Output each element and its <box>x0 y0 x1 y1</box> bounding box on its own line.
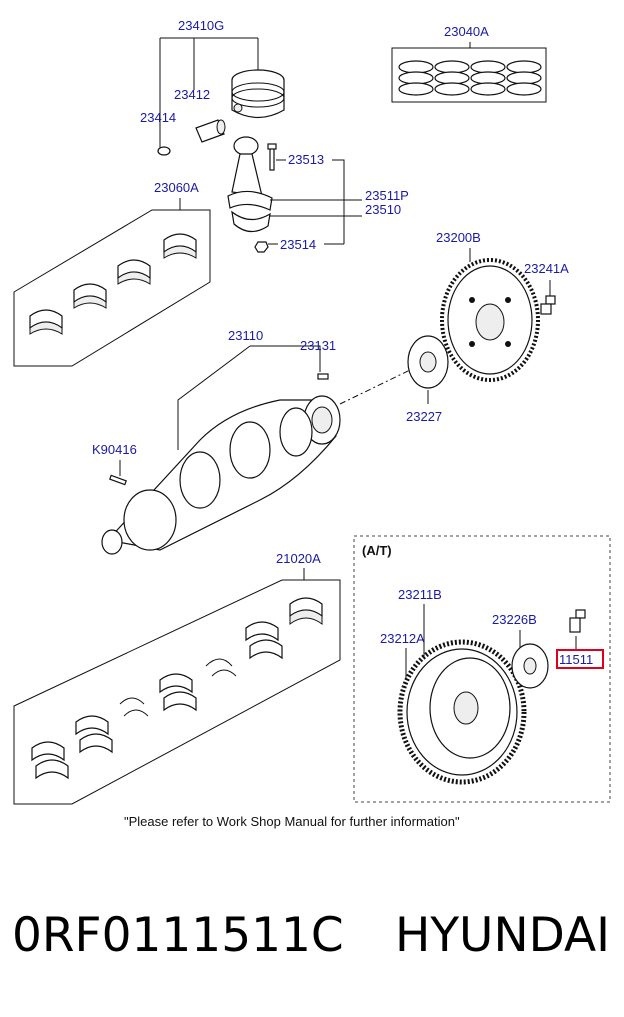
part-number: 0RF0111511C <box>12 908 344 963</box>
label-23414: 23414 <box>140 110 176 125</box>
parts-diagram: 23410G 23412 23414 23040A 23513 <box>13 18 611 829</box>
label-23513: 23513 <box>288 152 324 167</box>
label-K90416: K90416 <box>92 442 137 457</box>
leader-23110 <box>177 345 321 450</box>
label-21020A: 21020A <box>276 551 321 566</box>
bearing-box-upper <box>13 209 211 367</box>
main-bearings <box>31 597 323 780</box>
snap-ring <box>157 146 171 156</box>
label-23060A: 23060A <box>154 180 199 195</box>
flywheel-bolt <box>540 295 556 315</box>
bearing-box-main <box>13 579 341 805</box>
flywheel <box>440 258 540 382</box>
label-23211B: 23211B <box>398 587 442 602</box>
label-23227: 23227 <box>406 409 442 424</box>
label-23241A: 23241A <box>524 261 569 276</box>
rod-nut <box>254 241 269 253</box>
label-23510: 23510 <box>365 202 401 217</box>
piston-rings <box>398 60 542 96</box>
at-box <box>353 535 611 803</box>
piston <box>231 69 285 119</box>
label-23200B: 23200B <box>436 230 481 245</box>
workshop-note: "Please refer to Work Shop Manual for fu… <box>124 814 460 829</box>
label-23226B: 23226B <box>492 612 537 627</box>
label-23040A: 23040A <box>444 24 489 39</box>
crankshaft <box>101 395 341 555</box>
connecting-rod <box>227 136 273 233</box>
label-23212A: 23212A <box>380 631 425 646</box>
rings-box <box>391 47 547 103</box>
label-23412: 23412 <box>174 87 210 102</box>
label-23110: 23110 <box>228 328 263 343</box>
label-23511P: 23511P <box>365 188 409 203</box>
drive-plate-spacer <box>511 643 549 689</box>
torque-converter-flywheel <box>397 639 527 785</box>
label-23514: 23514 <box>280 237 316 252</box>
drive-plate <box>407 335 449 389</box>
key <box>317 373 329 380</box>
highlight-box-11511 <box>556 649 604 669</box>
dowel-pin <box>109 474 127 486</box>
spacer-bolt <box>569 609 586 633</box>
rod-bolt <box>267 143 277 171</box>
leader-23410G <box>159 37 259 150</box>
piston-pin <box>195 119 226 143</box>
label-23131: 23131 <box>300 338 336 353</box>
label-23410G: 23410G <box>178 18 224 33</box>
brand-name: HYUNDAI <box>395 908 610 963</box>
label-11511: 11511 <box>559 652 593 667</box>
leader-rod <box>268 159 345 245</box>
at-box-label: (A/T) <box>362 543 392 558</box>
conrod-bearings <box>29 233 197 335</box>
